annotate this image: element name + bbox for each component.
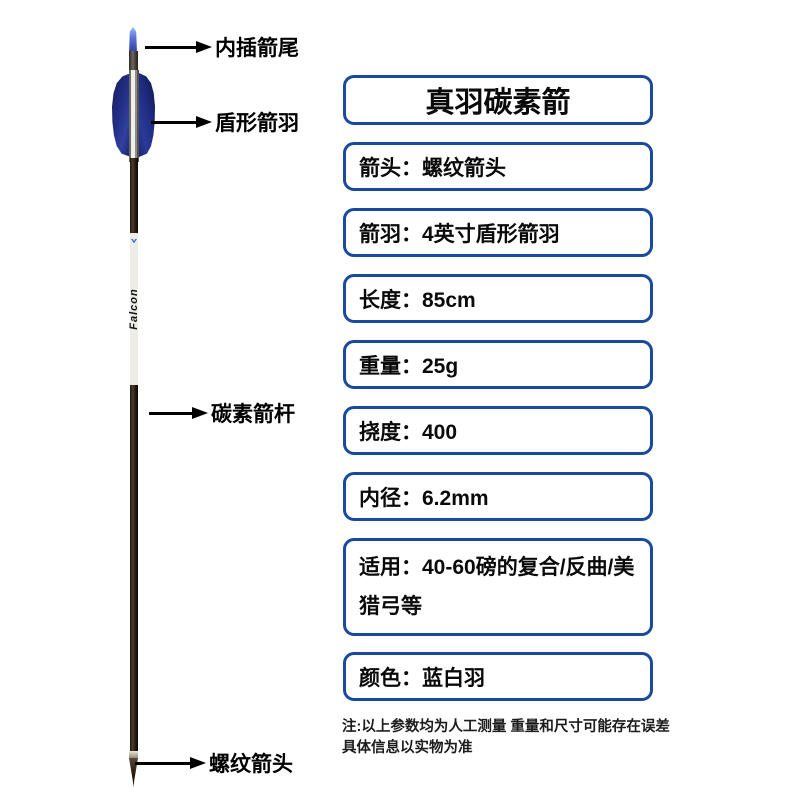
- spec-row-color: 颜色：蓝白羽: [343, 652, 653, 701]
- arrowhead-right-icon: [196, 116, 212, 128]
- falcon-logo-icon: [131, 239, 137, 244]
- spec-row-spine: 挠度：400: [343, 406, 653, 455]
- callout-line: [145, 45, 196, 49]
- callout-nock: 内插箭尾: [145, 33, 299, 61]
- callout-line: [135, 761, 190, 765]
- arrow-fletching-right: [139, 73, 155, 157]
- callout-label-fletching: 盾形箭羽: [215, 112, 299, 135]
- callout-tip: 螺纹箭头: [135, 749, 293, 777]
- arrowhead-right-icon: [190, 757, 206, 769]
- spec-row-suitable-bows: 适用：40-60磅的复合/反曲/美猎弓等: [343, 538, 653, 636]
- arrow-nock-collar: [129, 51, 138, 77]
- callout-label-tip: 螺纹箭头: [209, 753, 293, 776]
- callout-label-shaft: 碳素箭杆: [211, 403, 295, 426]
- callout-line: [149, 411, 192, 415]
- arrow-threaded-tip: [129, 758, 138, 787]
- arrow-tip-collar: [129, 751, 138, 759]
- arrow-fletching-left: [112, 73, 131, 157]
- disclaimer-note-line2: 具体信息以实物为准: [342, 740, 473, 756]
- callout-line: [151, 120, 196, 124]
- spec-row-length: 长度：85cm: [343, 274, 653, 323]
- arrow-nock: [129, 27, 137, 53]
- arrow-shaft-brand-band: Falcon: [128, 233, 140, 385]
- callout-label-nock: 内插箭尾: [215, 37, 299, 60]
- arrowhead-right-icon: [192, 407, 208, 419]
- arrow-carbon-shaft: [130, 158, 138, 754]
- callout-shaft: 碳素箭杆: [149, 399, 295, 427]
- spec-panel-title: 真羽碳素箭: [343, 75, 653, 125]
- arrow-shaft-brand-text: Falcon: [128, 288, 140, 330]
- spec-row-arrowhead: 箭头：螺纹箭头: [343, 142, 653, 191]
- spec-row-inner-diameter: 内径：6.2mm: [343, 472, 653, 521]
- arrowhead-right-icon: [196, 41, 212, 53]
- disclaimer-note: 注:以上参数均为人工测量 重量和尺寸可能存在误差 具体信息以实物为准: [342, 717, 682, 759]
- disclaimer-note-line1: 注:以上参数均为人工测量 重量和尺寸可能存在误差: [342, 719, 670, 735]
- callout-fletching: 盾形箭羽: [151, 108, 299, 136]
- spec-row-fletching: 箭羽：4英寸盾形箭羽: [343, 208, 653, 257]
- spec-row-weight: 重量：25g: [343, 340, 653, 389]
- arrow-shaft-quill-stripe: [129, 70, 139, 162]
